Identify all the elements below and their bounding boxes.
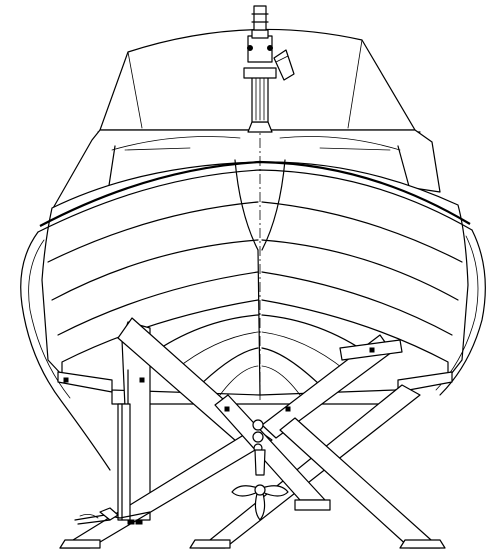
deck <box>51 129 441 211</box>
cradle-stand <box>59 317 446 549</box>
propeller <box>231 449 289 521</box>
mast <box>243 5 295 133</box>
tow-hitch <box>74 507 151 525</box>
